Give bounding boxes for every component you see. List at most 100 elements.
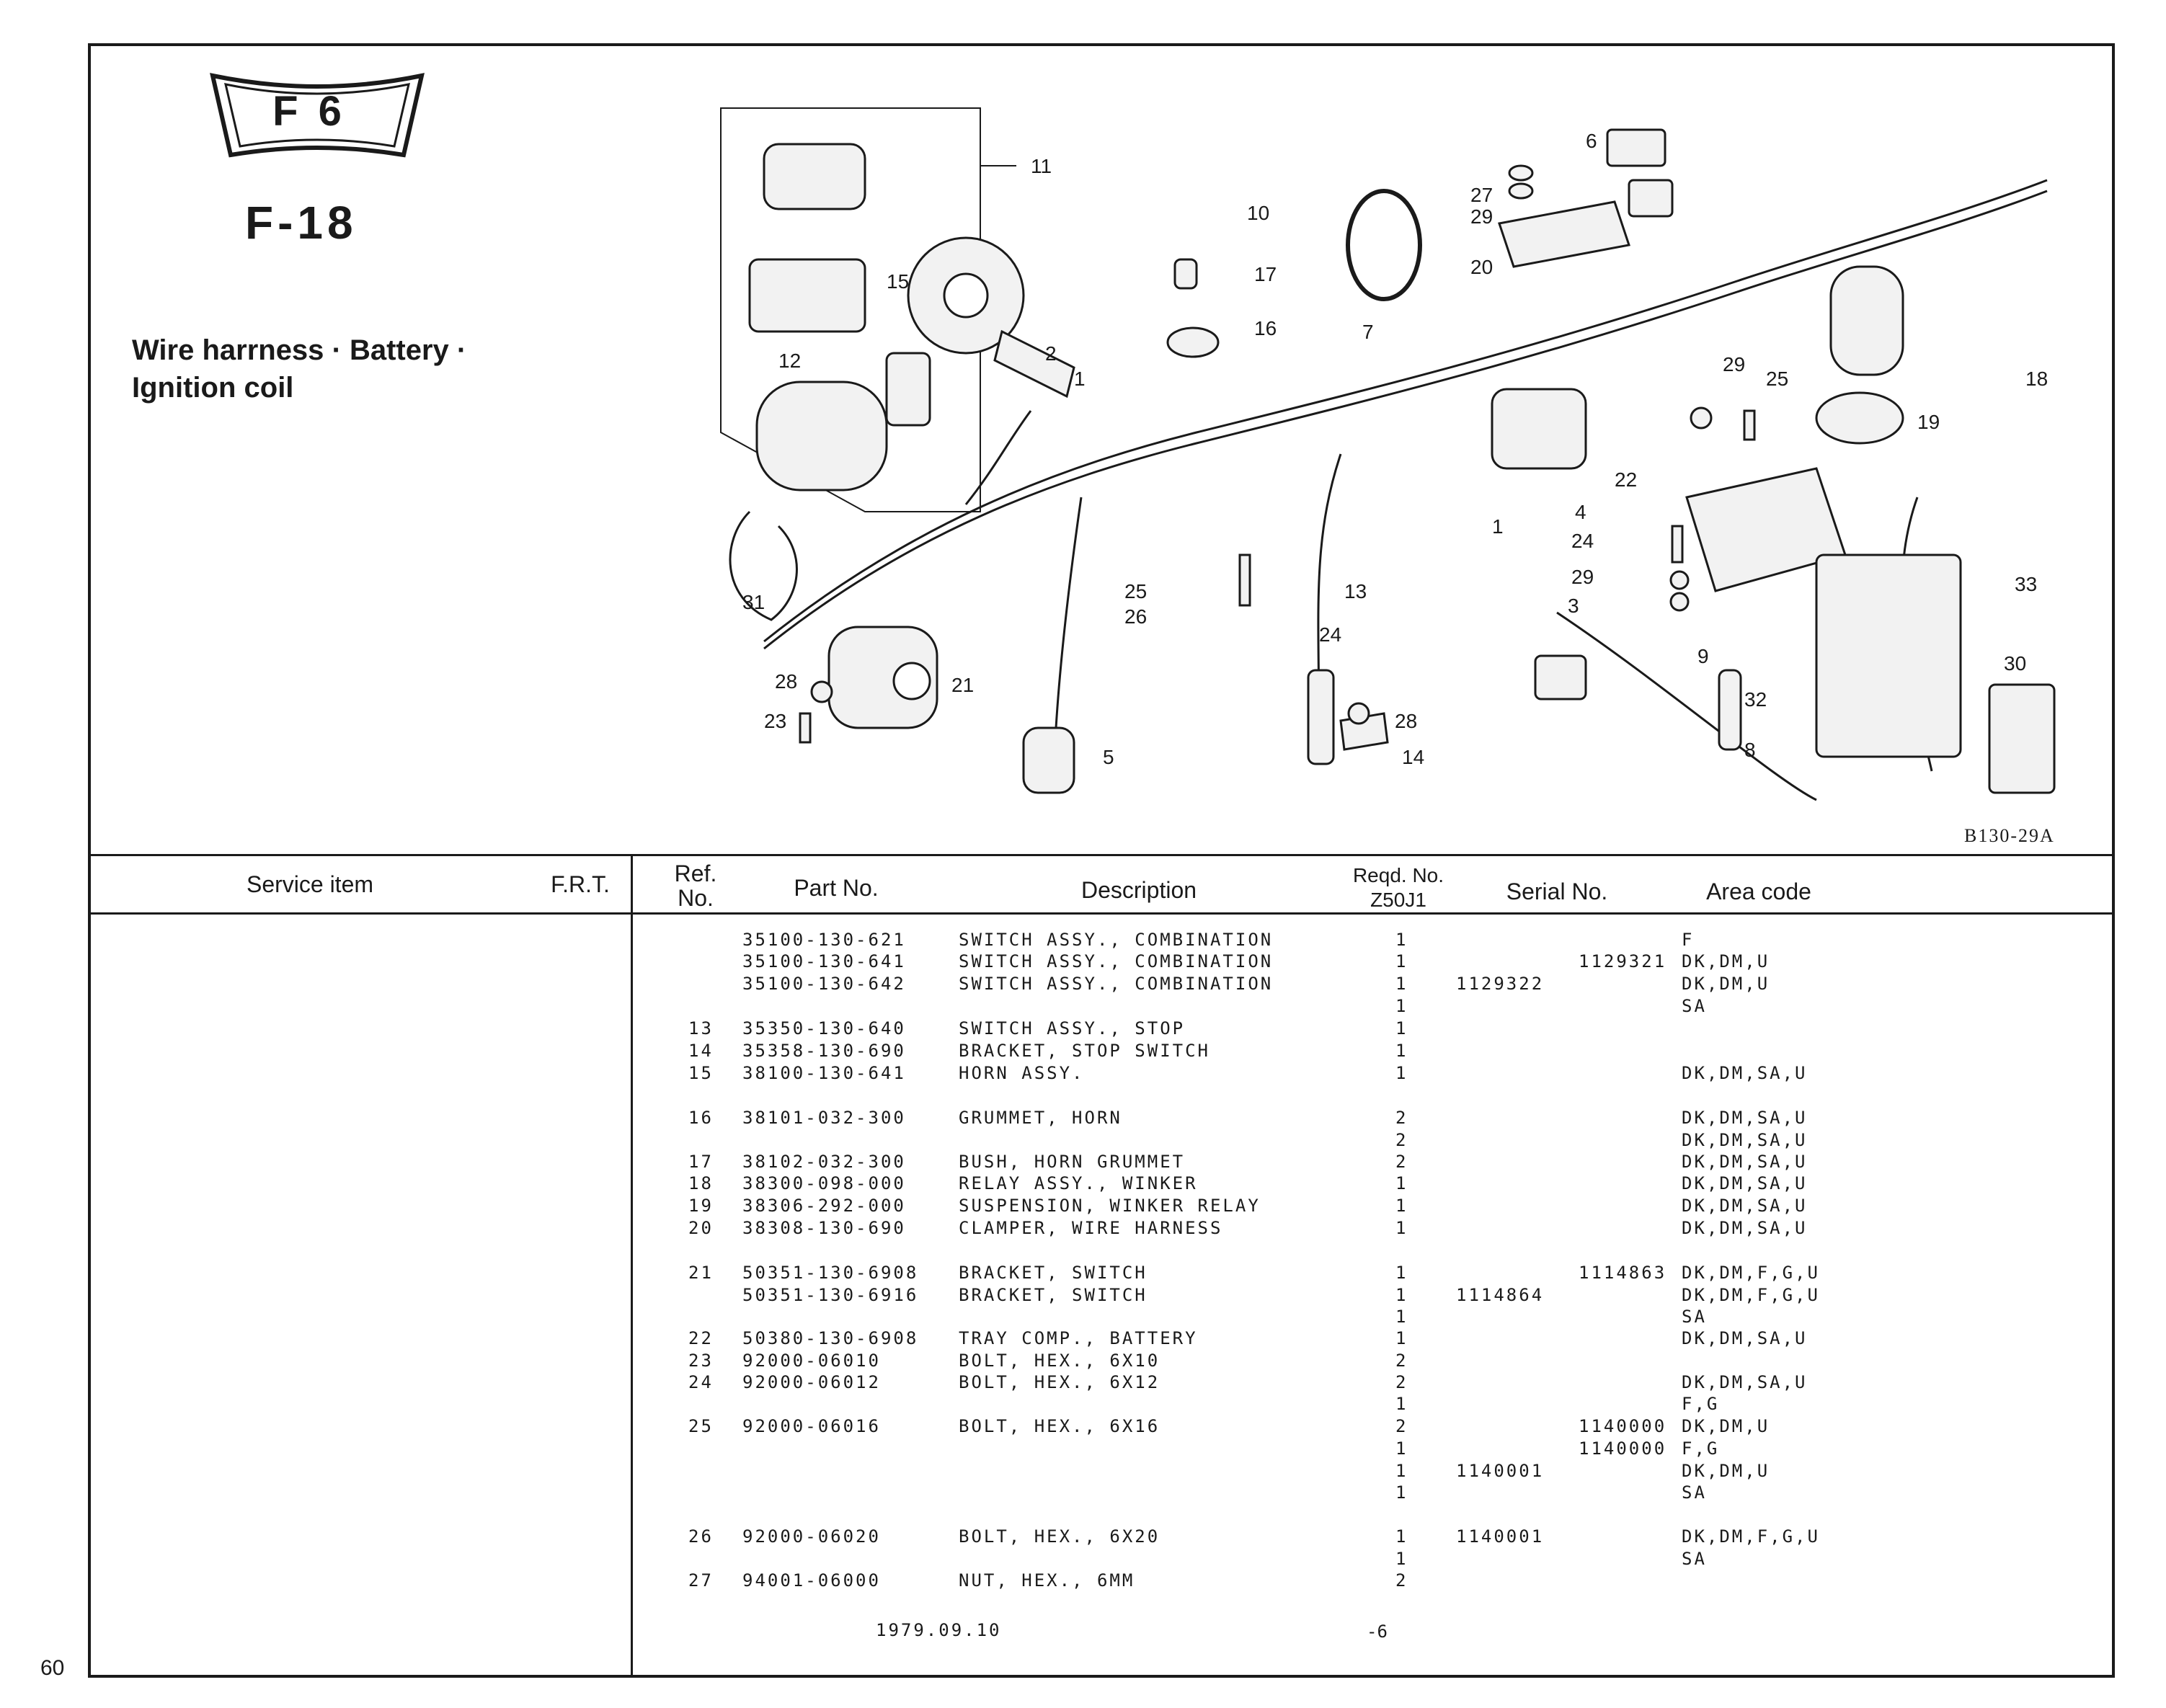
cell-ref: 15 xyxy=(688,1063,714,1083)
table-divider xyxy=(631,855,633,1676)
cell-qty: 1 xyxy=(1395,1063,1408,1083)
callout-9: 9 xyxy=(1697,645,1709,667)
callout-11: 11 xyxy=(1031,155,1052,177)
callout-29: 29 xyxy=(1470,205,1493,228)
callout-28b: 28 xyxy=(1395,710,1417,732)
callout-19: 19 xyxy=(1917,411,1940,433)
callout-3: 3 xyxy=(1568,595,1579,617)
cell-desc: NUT, HEX., 6MM xyxy=(959,1570,1135,1591)
callout-5: 5 xyxy=(1103,746,1114,768)
table-top-rule xyxy=(88,854,2115,856)
cell-ref: 20 xyxy=(688,1218,714,1238)
callout-33: 33 xyxy=(2015,573,2037,595)
cell-ref: 27 xyxy=(688,1570,714,1591)
cell-serial-to: 1140000 xyxy=(1579,1416,1667,1436)
cell-ref: 25 xyxy=(688,1416,714,1436)
cell-area: SA xyxy=(1682,1549,1707,1569)
callout-20: 20 xyxy=(1470,256,1493,278)
cell-part: 94001-06000 xyxy=(742,1570,881,1591)
cell-area: F,G xyxy=(1682,1438,1720,1459)
cell-area: DK,DM,U xyxy=(1682,951,1770,971)
cell-part: 92000-06012 xyxy=(742,1372,881,1392)
cell-part: 50351-130-6916 xyxy=(742,1285,919,1305)
cell-desc: SUSPENSION, WINKER RELAY xyxy=(959,1196,1261,1216)
callout-28: 28 xyxy=(775,670,797,693)
cell-area: DK,DM,F,G,U xyxy=(1682,1285,1820,1305)
cell-ref: 21 xyxy=(688,1263,714,1283)
callout-25: 25 xyxy=(1766,368,1788,390)
cell-part: 92000-06010 xyxy=(742,1351,881,1371)
cell-desc: BOLT, HEX., 6X20 xyxy=(959,1526,1160,1547)
cell-serial-from: 1129322 xyxy=(1456,974,1545,994)
section-badge-label: F6 xyxy=(272,88,362,135)
cell-area: DK,DM,SA,U xyxy=(1682,1196,1808,1216)
plug-cap xyxy=(1022,726,1075,794)
washer-28 xyxy=(810,680,833,703)
switch-lock xyxy=(763,143,866,210)
table-header-rule xyxy=(88,912,2115,915)
washer-29 xyxy=(1508,182,1534,200)
cell-area: F xyxy=(1682,930,1695,950)
callouts: 1 11 12 15 2 1 10 17 16 7 6 27 29 20 29 … xyxy=(742,130,2048,768)
bolt-25b xyxy=(1743,409,1756,441)
cell-desc: BUSH, HORN GRUMMET xyxy=(959,1152,1186,1172)
cell-qty: 1 xyxy=(1395,1461,1408,1481)
cell-desc: RELAY ASSY., WINKER xyxy=(959,1173,1198,1193)
cell-desc: SWITCH ASSY., COMBINATION xyxy=(959,951,1274,971)
callout-4: 4 xyxy=(1575,501,1586,523)
cell-qty: 1 xyxy=(1395,974,1408,994)
callout-27: 27 xyxy=(1470,184,1493,206)
cell-serial-to: 1129321 xyxy=(1579,951,1667,971)
cell-part: 35100-130-621 xyxy=(742,930,906,950)
wire-plug xyxy=(1055,497,1083,729)
battery xyxy=(1815,553,1962,758)
switch-group-outline xyxy=(720,107,981,512)
figure-number: F-18 xyxy=(245,197,358,249)
cell-qty: 1 xyxy=(1395,1438,1408,1459)
cell-part: 92000-06020 xyxy=(742,1526,881,1547)
cell-area: F,G xyxy=(1682,1394,1720,1414)
washer-29c xyxy=(1669,570,1690,590)
cell-qty: 1 xyxy=(1395,1173,1408,1193)
callout-6: 6 xyxy=(1586,130,1597,152)
cell-qty: 2 xyxy=(1395,1130,1408,1150)
cell-area: DK,DM,SA,U xyxy=(1682,1108,1808,1128)
cell-qty: 1 xyxy=(1395,1307,1408,1327)
cell-qty: 1 xyxy=(1395,1328,1408,1348)
badge-shape xyxy=(210,73,425,158)
nut-27 xyxy=(1508,164,1534,182)
cell-area: DK,DM,U xyxy=(1682,1461,1770,1481)
callout-18: 18 xyxy=(2025,368,2048,390)
page-frame xyxy=(88,43,2115,1678)
cell-desc: BOLT, HEX., 6X12 xyxy=(959,1372,1160,1392)
cell-area: DK,DM,SA,U xyxy=(1682,1218,1808,1238)
figure-title-line1: Wire harrness · Battery · xyxy=(132,334,467,366)
wire-harness xyxy=(763,179,2048,643)
cell-ref: 26 xyxy=(688,1526,714,1547)
bolt-25 xyxy=(1238,553,1251,607)
switch-body xyxy=(748,258,866,333)
wire-battery-2 xyxy=(1556,611,1817,801)
cell-ref: 24 xyxy=(688,1372,714,1392)
cell-qty: 1 xyxy=(1395,1549,1408,1569)
callout-16: 16 xyxy=(1254,317,1277,339)
header-serial-no: Serial No. xyxy=(1506,879,1608,904)
cell-area: DK,DM,SA,U xyxy=(1682,1130,1808,1150)
cell-serial-from: 1140001 xyxy=(1456,1461,1545,1481)
cell-ref: 23 xyxy=(688,1351,714,1371)
callout-17: 17 xyxy=(1254,263,1277,285)
cell-qty: 1 xyxy=(1395,1285,1408,1305)
cell-area: DK,DM,U xyxy=(1682,974,1770,994)
header-description: Description xyxy=(1080,877,1197,903)
callout-29c: 29 xyxy=(1571,566,1594,588)
washer-29b xyxy=(1690,406,1713,430)
header-reqd-no: Reqd. No. Z50J1 xyxy=(1352,864,1444,911)
switch-connector xyxy=(885,352,931,427)
cell-part: 38101-032-300 xyxy=(742,1108,906,1128)
cell-area: DK,DM,F,G,U xyxy=(1682,1263,1820,1283)
connector-6 xyxy=(1606,128,1666,167)
cell-qty: 1 xyxy=(1395,1526,1408,1547)
cell-qty: 1 xyxy=(1395,996,1408,1016)
cell-part: 50351-130-6908 xyxy=(742,1263,919,1283)
cell-desc: HORN ASSY. xyxy=(959,1063,1085,1083)
